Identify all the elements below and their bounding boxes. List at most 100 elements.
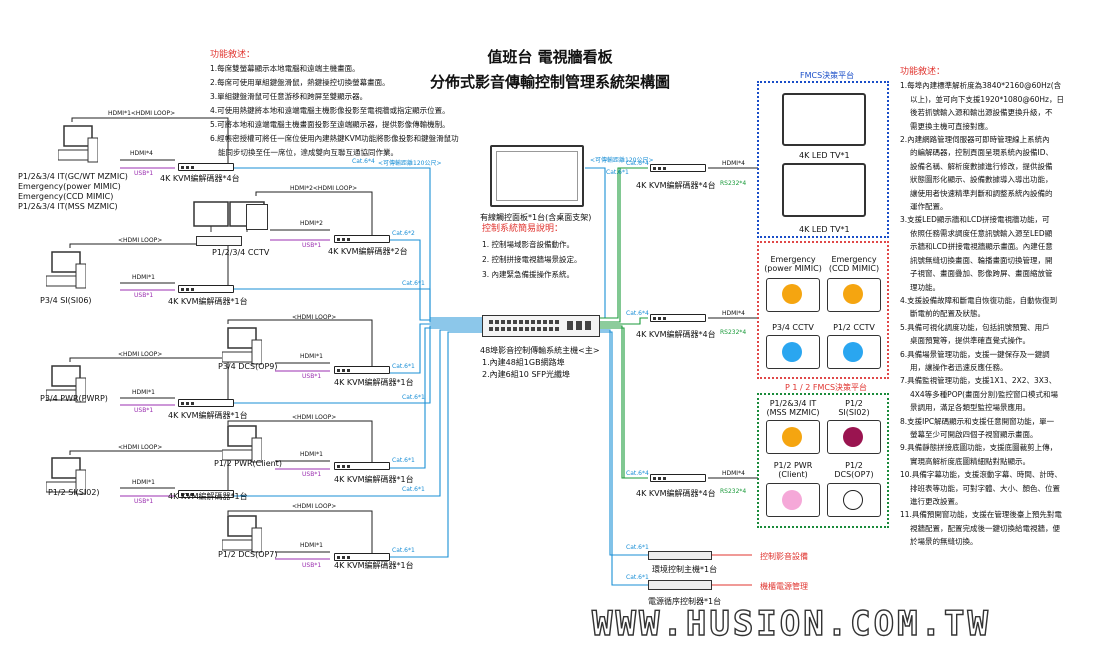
cat-label: Cat.6*1 [402, 486, 425, 493]
dcs7-label: P1/2 DCS(OP7) [218, 550, 278, 559]
cat-label: Cat.6*1 [392, 363, 415, 370]
kvm-label: 4K KVM編解碼器*2台 [328, 247, 408, 256]
right-note-item: 10.具備字幕功能，支援滾動字幕、時間、計時、 [900, 470, 1062, 480]
kvm-label: 4K KVM編解碼器*4台 [636, 489, 716, 498]
kvm-decoder [650, 164, 706, 172]
hdmi-loop-label: <HDMI LOOP> [118, 351, 163, 358]
led-tv [782, 93, 866, 146]
kvm-label: 4K KVM編解碼器*1台 [334, 561, 414, 570]
cat-label: Cat.6*1 [626, 574, 649, 581]
cctv-label: P1/2/3/4 CCTV [212, 248, 270, 257]
hdmi-label: HDMI*1 [300, 353, 323, 360]
control-note-item: 3. 內建緊急備援操作系統。 [482, 270, 575, 279]
cat-label: Cat.6*4 [626, 470, 649, 477]
distance-label: <可傳輸距離120公尺> [378, 160, 442, 167]
kvm-label: 4K KVM編解碼器*4台 [160, 174, 240, 183]
panel-cell-label: P1/2 SI(SI02) [838, 399, 870, 417]
usb-label: USB*1 [134, 498, 154, 505]
control-note-item: 2. 控制拼接電視牆場景設定。 [482, 255, 582, 264]
usb-label: USB*1 [134, 407, 154, 414]
right-note-item: 8.支援IPC解碼顯示和支援任意開窗功能，單一 [900, 416, 1055, 426]
hdmi-label: HDMI*4 [722, 160, 745, 167]
kvm-label: 4K KVM編解碼器*4台 [636, 330, 716, 339]
display-cell [827, 278, 881, 312]
right-note-item: 的編解碼器，控制頁面呈現系統內設備ID、 [910, 148, 1053, 158]
fmcs-top-title: FMCS決策平台 [800, 71, 855, 80]
power-label: 電源循序控制器*1台 [648, 597, 722, 606]
left-note-item: 2.每席可使用單組鍵盤滑鼠，熱鍵操控切換螢幕畫面。 [210, 78, 390, 87]
kvm-encoder [334, 235, 390, 243]
display-cell [766, 483, 820, 517]
right-note-item: 3.支援LED顯示牆和LCD拼接電視牆功能，可 [900, 215, 1050, 225]
hdmi-label: HDMI*1 [132, 389, 155, 396]
right-note-item: 以上)，並可向下支援1920*1080@60Hz，日 [910, 94, 1064, 104]
right-note-item: 子視窗、畫面疊加、影像跨屏、畫面縮放管 [910, 269, 1053, 279]
left-note-item: 4.可使用熱鍵將本地和遠端電腦主機影像投影至電視牆或指定顯示位置。 [210, 106, 450, 115]
title-line-1: 值班台 電視牆看板 [487, 48, 613, 66]
right-note-item: 4X4等多種POP(畫面分割)監控窗口模式和場 [910, 389, 1058, 399]
usb-label: USB*1 [302, 373, 322, 380]
hdmi-loop-label: <HDMI LOOP> [292, 314, 337, 321]
usb-label: USB*1 [302, 562, 322, 569]
ws1-label: P1/2&3/4 IT(GC/WT MZMIC) Emergency(power… [18, 172, 128, 212]
touch-panel-label: 有線觸控面板*1台(含桌面支架) [480, 213, 592, 222]
right-note-item: 需更換主機可直接對應。 [910, 121, 993, 131]
cat-label: Cat.6*4 [626, 160, 649, 167]
nvr-icon [246, 204, 268, 230]
left-note-item: 能同步切換至任一席位，達成雙向互聯互通協同作業。 [218, 148, 398, 157]
right-note-item: 排班表等功能，可對字體、大小、顏色、位置 [910, 483, 1060, 493]
led-tv-label: 4K LED TV*1 [799, 151, 850, 160]
distance-label: <可傳輸距離120公尺> [590, 157, 654, 164]
panel-cell-label: Emergency (CCD MIMIC) [828, 255, 880, 273]
rs232-label: RS232*4 [720, 488, 747, 495]
emergency-panel: Emergency (power MIMIC) Emergency (CCD M… [757, 241, 889, 379]
right-note-item: 於場景的無縫切換。 [910, 537, 978, 547]
hdmi-label: HDMI*2 [300, 220, 323, 227]
hdmi-label: HDMI*1 [300, 451, 323, 458]
si02-label: P1/2 SI(SI02) [48, 488, 100, 497]
panel-cell-label: Emergency (power MIMIC) [764, 255, 822, 273]
display-cell [827, 420, 881, 454]
usb-label: USB*1 [134, 170, 154, 177]
right-note-item: 讓使用者快速精準判斷和調整系統內設備的 [910, 188, 1053, 198]
hdmi-label: HDMI*1 [132, 479, 155, 486]
panel-cell-label: P1/2 DCS(OP7) [834, 461, 874, 479]
left-note-item: 5.可將本地和遠端電腦主機畫面投影至遠端顯示器，提供影像傳輸機制。 [210, 120, 450, 129]
right-note-item: 桌面預覽等，提供準確直覺式操作。 [910, 336, 1030, 346]
panel-cell-label: P3/4 CCTV [772, 323, 814, 332]
ws1-label-line: P1/2&3/4 IT(GC/WT MZMIC) [18, 172, 128, 181]
si06-label: P3/4 SI(SI06) [40, 296, 92, 305]
usb-label: USB*1 [302, 471, 322, 478]
kvm-label: 4K KVM編解碼器*1台 [334, 475, 414, 484]
led-tv [782, 163, 866, 217]
left-note-item: 1.每席雙螢幕顯示本地電腦和遠端主機畫面。 [210, 64, 360, 73]
right-note-item: 設備名稱、解析度數據進行修改，提供設備 [910, 161, 1053, 171]
right-note-item: 理功能。 [910, 282, 940, 292]
pwrc-label: P1/2 PWR(Client) [214, 459, 282, 468]
hdmi-loop-label: <HDMI LOOP> [292, 503, 337, 510]
right-note-item: 進行更改設置。 [910, 497, 963, 506]
kvm-encoder [334, 462, 390, 470]
kvm-encoder [334, 366, 390, 374]
hdmi-loop-label: <HDMI LOOP> [118, 444, 163, 451]
hdmi-label: HDMI*1 [132, 274, 155, 281]
kvm-encoder [334, 553, 390, 561]
right-note-item: 運作配置。 [910, 202, 948, 212]
fmcs-bottom-title: P 1 / 2 FMCS決策平台 [785, 383, 868, 392]
hdmi-label: HDMI*4 [130, 150, 153, 157]
control-note-item: 1. 控制場域影音設備動作。 [482, 240, 575, 249]
right-note-item: 9.具備靜態拼接底圖功能，支援底圖裁剪上傳， [900, 443, 1058, 453]
rs232-label: RS232*4 [720, 329, 747, 336]
usb-label: USB*1 [302, 242, 322, 249]
right-note-item: 視牆配置，配置完成後一鍵切換給電視牆，便 [910, 523, 1060, 533]
left-feature-notes: 功能敘述： 1.每席雙螢幕顯示本地電腦和遠端主機畫面。 2.每席可使用單組鍵盤滑… [210, 48, 459, 160]
environment-controller [648, 551, 712, 560]
right-note-item: 6.具備場景管理功能，支援一鍵保存及一鍵調 [900, 349, 1050, 359]
kvm-encoder [178, 163, 234, 171]
env-target-label: 控制影音設備 [760, 552, 808, 561]
environment-label: 環境控制主機*1台 [652, 565, 718, 574]
right-note-item: 4.支援設備故障和斷電自恢復功能，自動恢復到 [900, 295, 1058, 305]
usb-label: USB*1 [134, 292, 154, 299]
title-line-2: 分佈式影音傳輸控制管理系統架構圖 [429, 73, 670, 91]
